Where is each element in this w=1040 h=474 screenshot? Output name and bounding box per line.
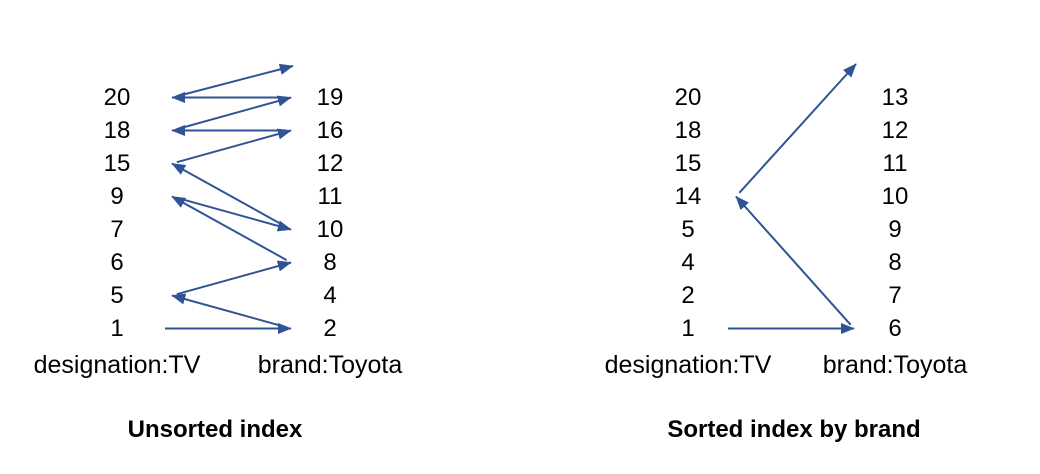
index-entry: 9 xyxy=(888,216,902,243)
traversal-arrow xyxy=(176,63,294,98)
index-entry: 6 xyxy=(110,249,124,276)
brand-column-label: brand:Toyota xyxy=(822,351,968,379)
index-entry: 2 xyxy=(323,315,337,342)
index-entry: 15 xyxy=(103,150,131,177)
diagram-caption: Unsorted index xyxy=(127,416,303,443)
index-entry: 19 xyxy=(316,84,344,111)
index-entry: 8 xyxy=(323,249,337,276)
index-entry: 16 xyxy=(316,117,344,144)
index-entry: 9 xyxy=(110,183,124,210)
index-entry: 12 xyxy=(881,117,909,144)
brand-column: 19 16 12 11 10 8 4 2 xyxy=(270,81,390,345)
traversal-arrow xyxy=(735,195,852,326)
index-entry: 11 xyxy=(317,183,343,210)
index-entry: 7 xyxy=(888,282,902,309)
index-entry: 10 xyxy=(881,183,909,210)
index-entry: 20 xyxy=(674,84,702,111)
brand-column: 13 12 11 10 9 8 7 6 xyxy=(835,81,955,345)
traversal-arrow xyxy=(738,63,857,194)
brand-column-label: brand:Toyota xyxy=(257,351,403,379)
index-entry: 5 xyxy=(681,216,695,243)
traversal-arrow xyxy=(176,95,292,131)
index-entry: 7 xyxy=(110,216,124,243)
index-entry: 14 xyxy=(674,183,702,210)
index-entry: 2 xyxy=(681,282,695,309)
traversal-arrow xyxy=(176,128,292,164)
index-entry: 8 xyxy=(888,249,902,276)
index-entry: 13 xyxy=(881,84,909,111)
index-entry: 1 xyxy=(110,315,124,342)
index-entry: 4 xyxy=(323,282,337,309)
index-entry: 1 xyxy=(681,315,695,342)
traversal-arrow xyxy=(176,260,292,296)
diagram-caption: Sorted index by brand xyxy=(667,416,921,443)
index-entry: 11 xyxy=(882,150,908,177)
index-entry: 5 xyxy=(110,282,124,309)
index-entry: 10 xyxy=(316,216,344,243)
index-entry: 15 xyxy=(674,150,702,177)
index-entry: 18 xyxy=(674,117,702,144)
traversal-arrow xyxy=(171,195,288,261)
index-entry: 6 xyxy=(888,315,902,342)
traversal-arrow xyxy=(176,196,292,232)
designation-column-label: designation:TV xyxy=(604,351,772,379)
designation-column: 20 18 15 14 5 4 2 1 xyxy=(628,81,748,345)
traversal-arrow xyxy=(171,162,288,228)
designation-column-label: designation:TV xyxy=(33,351,201,379)
designation-column: 20 18 15 9 7 6 5 1 xyxy=(57,81,177,345)
index-entry: 18 xyxy=(103,117,131,144)
index-entry: 4 xyxy=(681,249,695,276)
traversal-arrow xyxy=(171,293,287,329)
index-entry: 20 xyxy=(103,84,131,111)
index-entry: 12 xyxy=(316,150,344,177)
